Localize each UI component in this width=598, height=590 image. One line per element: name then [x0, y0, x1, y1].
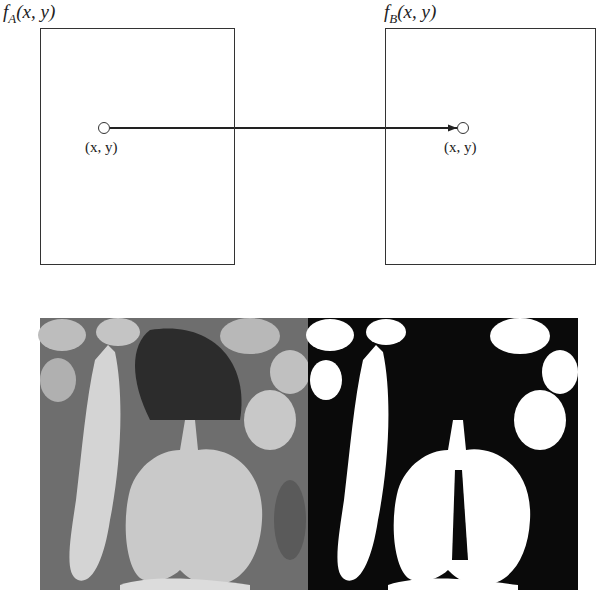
grayscale-photo [38, 318, 310, 590]
point-marker: (x, y) [457, 122, 469, 134]
mapping-arrow [110, 127, 457, 129]
thresholded-photo [306, 318, 578, 590]
image-frame: fB(x, y)(x, y) [385, 28, 596, 265]
point-marker: (x, y) [98, 122, 110, 134]
function-label: fA(x, y) [3, 1, 55, 27]
coordinate-label: (x, y) [85, 139, 118, 156]
image-frame: fA(x, y)(x, y) [40, 28, 235, 265]
coordinate-label: (x, y) [444, 139, 477, 156]
function-label: fB(x, y) [384, 1, 436, 27]
